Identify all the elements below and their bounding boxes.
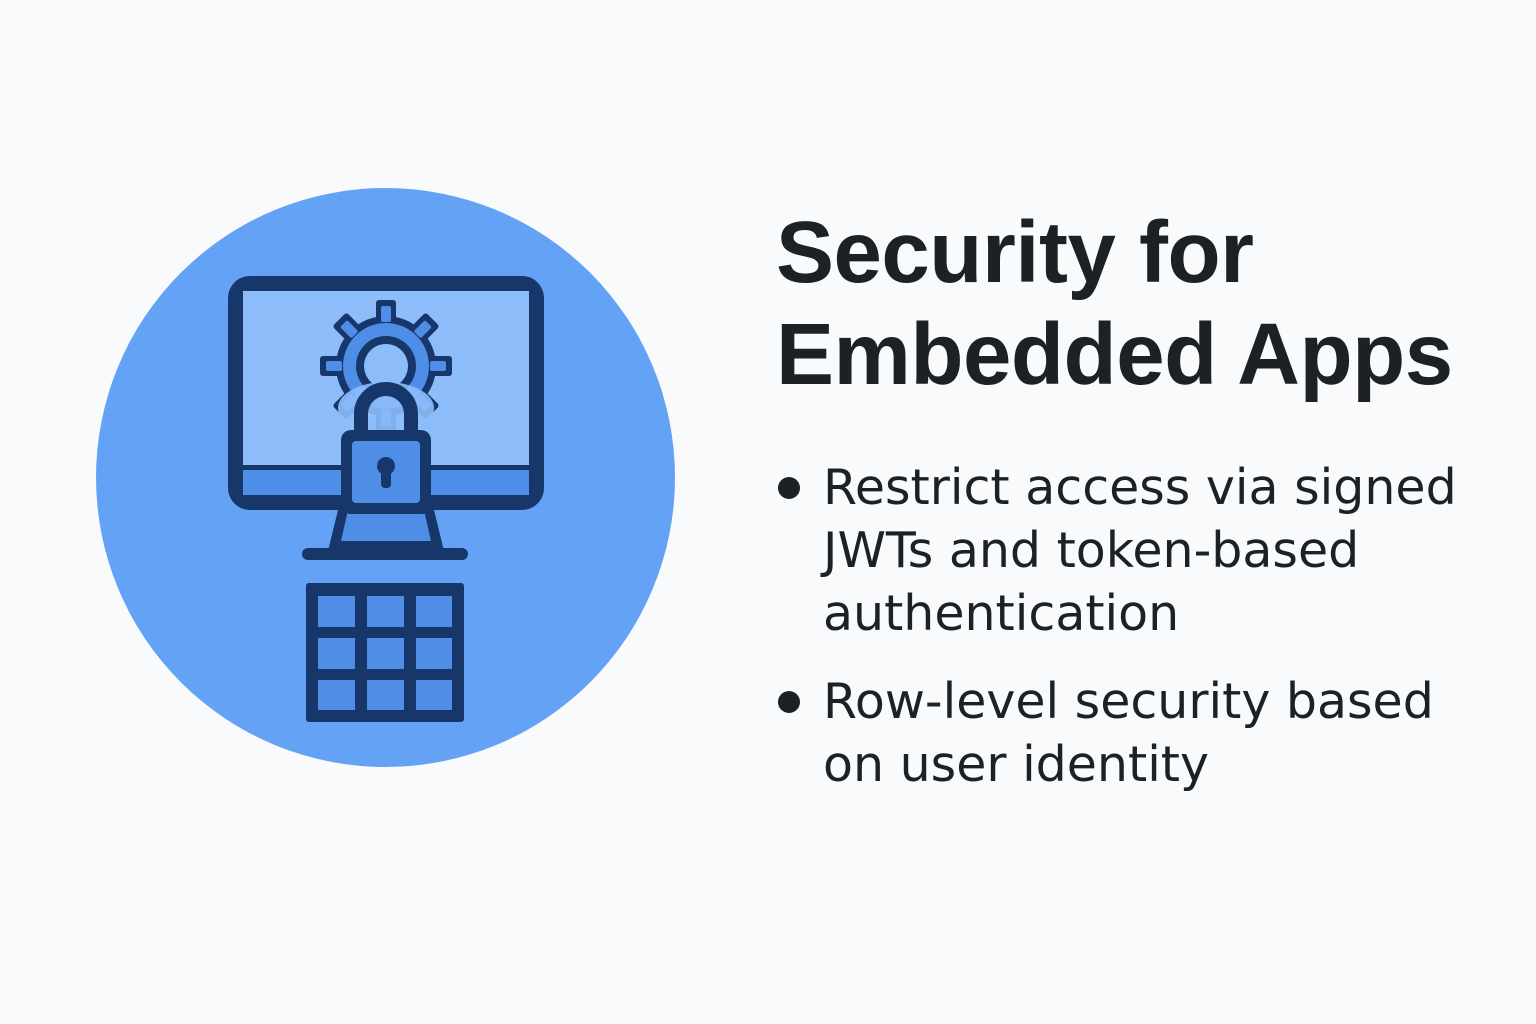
bullet-text: Restrict access via signed JWTs and toke… [823,459,1457,642]
keypad-icon [306,583,464,722]
bullet-item-jwt: Restrict access via signed JWTs and toke… [776,456,1496,645]
bullet-dot-icon [778,691,800,713]
gear-icon [320,300,452,434]
padlock-icon [341,382,431,514]
slide-title: Security for Embedded Apps [776,204,1453,403]
bullet-text: Row-level security based on user identit… [823,673,1434,793]
bullet-dot-icon [778,477,800,499]
bullet-item-row-level: Row-level security based on user identit… [776,670,1496,796]
bullet-list: Restrict access via signed JWTs and toke… [776,456,1496,821]
